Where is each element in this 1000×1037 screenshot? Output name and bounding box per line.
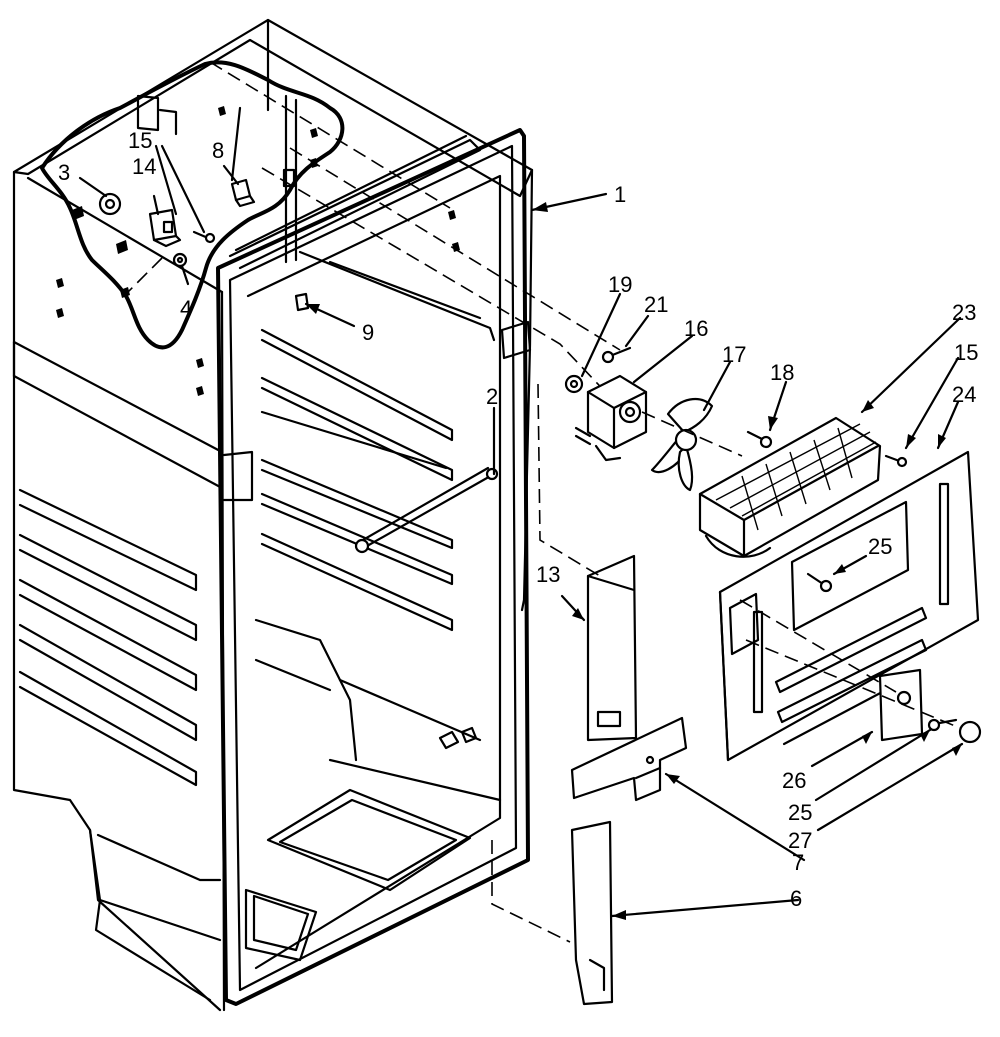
callout-24: 24 (952, 382, 976, 407)
callout-4: 4 (180, 296, 192, 321)
callout-27: 27 (788, 828, 812, 853)
rear-cover-panel (718, 450, 982, 762)
callout-8: 8 (212, 138, 224, 163)
callout-21: 21 (644, 292, 668, 317)
cabinet-shell (12, 18, 534, 1012)
callout-19: 19 (608, 272, 632, 297)
callout-labels: 1 2 3 4 6 7 8 9 13 14 15 15 16 17 18 19 … (58, 128, 978, 911)
callout-15-right: 15 (954, 340, 978, 365)
callout-1: 1 (614, 182, 626, 207)
callout-16: 16 (684, 316, 708, 341)
callout-9: 9 (362, 320, 374, 345)
callout-7: 7 (792, 850, 804, 875)
back-wall-components (98, 61, 633, 554)
callout-26: 26 (782, 768, 806, 793)
evaporator-fan-assembly (564, 346, 908, 558)
callout-13: 13 (536, 562, 560, 587)
callout-25-low: 25 (788, 800, 812, 825)
callout-18: 18 (770, 360, 794, 385)
callout-14: 14 (132, 154, 156, 179)
callout-23: 23 (952, 300, 976, 325)
callout-6: 6 (790, 886, 802, 911)
leader-lines (78, 144, 964, 920)
callout-25-mid: 25 (868, 534, 892, 559)
callout-3: 3 (58, 160, 70, 185)
air-duct-parts (491, 383, 688, 1006)
callout-17: 17 (722, 342, 746, 367)
callout-2: 2 (486, 384, 498, 409)
callout-15-top: 15 (128, 128, 152, 153)
